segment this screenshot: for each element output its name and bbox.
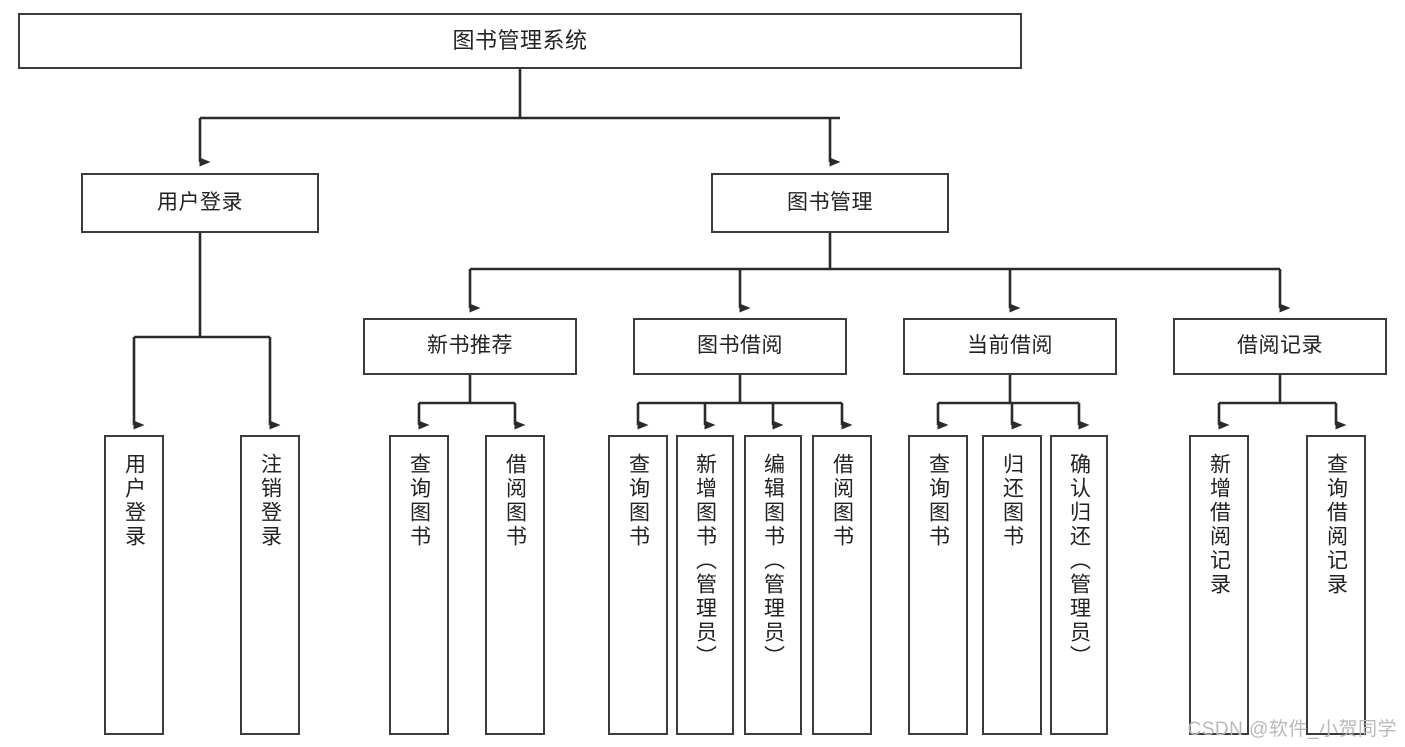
- node-new-book-recommend-label: 新书推荐: [427, 334, 513, 358]
- leaf-query-book-current-label: 查询图书: [926, 453, 950, 549]
- leaf-query-borrow-record-label: 查询借阅记录: [1324, 453, 1348, 597]
- node-root[interactable]: 图书管理系统: [18, 13, 1022, 69]
- leaf-logout[interactable]: 注销登录: [240, 435, 300, 735]
- node-user-login[interactable]: 用户登录: [81, 173, 319, 233]
- leaf-add-borrow-record-label: 新增借阅记录: [1207, 453, 1231, 597]
- leaf-borrow-book-recommend-label: 借阅图书: [503, 453, 527, 549]
- leaf-query-book-recommend[interactable]: 查询图书: [389, 435, 449, 735]
- leaf-query-book-recommend-label: 查询图书: [407, 453, 431, 549]
- leaf-return-book[interactable]: 归还图书: [982, 435, 1042, 735]
- node-user-login-label: 用户登录: [157, 190, 243, 214]
- node-current-borrow[interactable]: 当前借阅: [903, 318, 1117, 375]
- leaf-confirm-return-admin[interactable]: 确认归还（管理员）: [1050, 435, 1108, 735]
- node-new-book-recommend[interactable]: 新书推荐: [363, 318, 577, 375]
- leaf-add-book-admin[interactable]: 新增图书（管理员）: [676, 435, 734, 735]
- leaf-logout-label: 注销登录: [258, 453, 282, 549]
- node-current-borrow-label: 当前借阅: [967, 334, 1053, 358]
- leaf-edit-book-admin[interactable]: 编辑图书（管理员）: [744, 435, 802, 735]
- leaf-add-book-admin-label: 新增图书（管理员）: [693, 453, 717, 669]
- node-borrow-records-label: 借阅记录: [1237, 334, 1323, 358]
- node-book-management[interactable]: 图书管理: [711, 173, 949, 233]
- node-borrow-records[interactable]: 借阅记录: [1173, 318, 1387, 375]
- leaf-borrow-book[interactable]: 借阅图书: [812, 435, 872, 735]
- leaf-borrow-book-label: 借阅图书: [830, 453, 854, 549]
- leaf-user-login[interactable]: 用户登录: [104, 435, 164, 735]
- node-root-label: 图书管理系统: [452, 28, 588, 54]
- leaf-query-book-current[interactable]: 查询图书: [908, 435, 968, 735]
- leaf-return-book-label: 归还图书: [1000, 453, 1024, 549]
- node-book-borrow[interactable]: 图书借阅: [633, 318, 847, 375]
- leaf-query-book-borrow-label: 查询图书: [626, 453, 650, 549]
- leaf-confirm-return-admin-label: 确认归还（管理员）: [1067, 453, 1091, 669]
- leaf-user-login-label: 用户登录: [122, 453, 146, 549]
- leaf-query-borrow-record[interactable]: 查询借阅记录: [1306, 435, 1366, 735]
- watermark: CSDN @软件_小贺同学: [1187, 719, 1397, 740]
- node-book-management-label: 图书管理: [787, 190, 873, 214]
- leaf-add-borrow-record[interactable]: 新增借阅记录: [1189, 435, 1249, 735]
- leaf-query-book-borrow[interactable]: 查询图书: [608, 435, 668, 735]
- leaf-edit-book-admin-label: 编辑图书（管理员）: [761, 453, 785, 669]
- leaf-borrow-book-recommend[interactable]: 借阅图书: [485, 435, 545, 735]
- node-book-borrow-label: 图书借阅: [697, 334, 783, 358]
